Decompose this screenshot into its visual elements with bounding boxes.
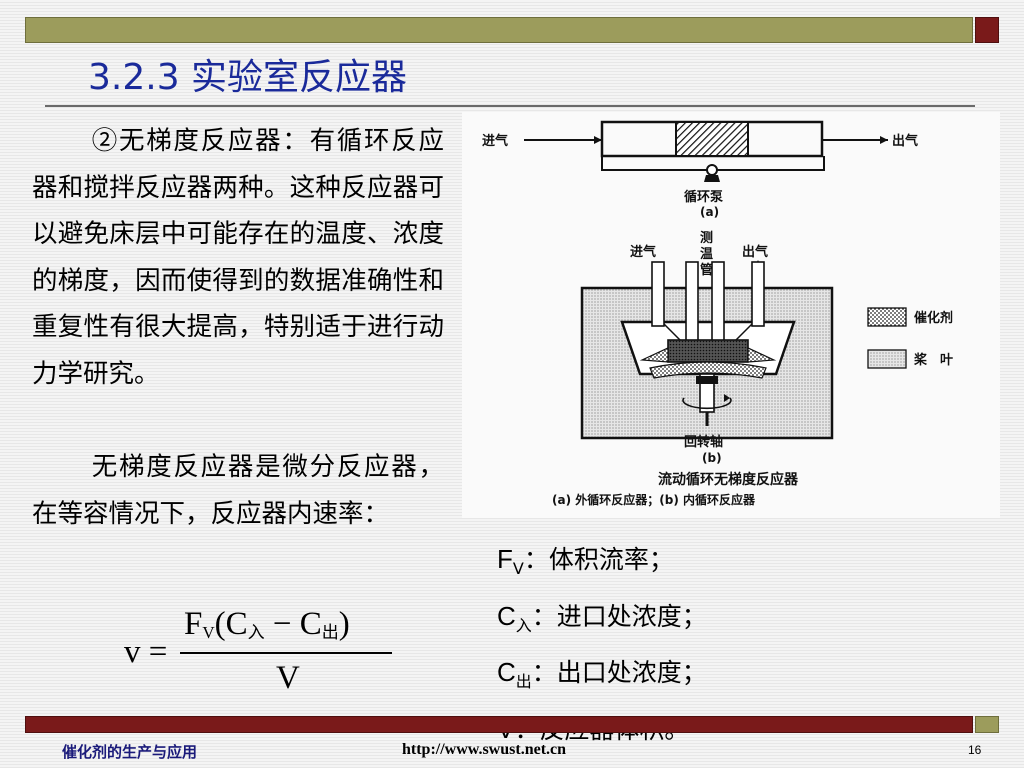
formula-numerator: FV(C入 − C出) xyxy=(184,606,350,642)
figure-legend xyxy=(867,307,907,369)
rate-formula: v = FV(C入 − C出) V xyxy=(118,598,418,708)
paragraph-gradientless-reactor: ②无梯度反应器：有循环反应器和搅拌反应器两种。这种反应器可以避免床层中可能存在的… xyxy=(32,126,444,389)
label-pump: 循环泵 xyxy=(684,189,723,205)
footer-course-title: 催化剂的生产与应用 xyxy=(62,743,198,761)
reactor-figure: 进气 出气 循环泵 (a) 进气 测 温 管 出气 xyxy=(462,112,1000,518)
label-shaft: 回转轴 xyxy=(684,434,723,450)
label-inlet-b: 进气 xyxy=(630,244,656,260)
top-decor-square xyxy=(975,17,999,43)
svg-text:管: 管 xyxy=(700,262,713,278)
top-decor-bar xyxy=(25,17,973,43)
variable-row: C入：进口处浓度； xyxy=(497,600,707,635)
bottom-decor-square xyxy=(975,716,999,733)
label-outlet-b: 出气 xyxy=(742,244,768,260)
label-thermo-tube: 测 温 管 xyxy=(700,230,713,278)
external-loop-diagram xyxy=(524,120,888,182)
svg-text:测: 测 xyxy=(700,230,713,246)
slide-title: 3.2.3 实验室反应器 xyxy=(88,57,408,98)
figure-subtitle: (a) 外循环反应器；(b) 内循环反应器 xyxy=(552,492,756,507)
variable-row: C出：出口处浓度； xyxy=(497,657,707,691)
legend-catalyst-label: 催化剂 xyxy=(914,310,953,326)
footer-url[interactable]: http://www.swust.net.cn xyxy=(402,741,567,758)
title-divider xyxy=(45,105,975,107)
caption-b: (b) xyxy=(702,451,722,465)
svg-text:温: 温 xyxy=(700,247,713,262)
caption-a: (a) xyxy=(700,205,719,219)
page-number: 16 xyxy=(968,743,982,757)
formula-denominator: V xyxy=(276,660,300,696)
figure-title: 流动循环无梯度反应器 xyxy=(658,471,799,488)
internal-loop-diagram xyxy=(580,260,834,440)
legend-impeller-label: 桨 叶 xyxy=(913,352,953,368)
label-inlet-a: 进气 xyxy=(482,133,508,149)
formula-lhs: v = xyxy=(124,634,168,670)
fraction-bar xyxy=(180,652,392,654)
label-outlet-a: 出气 xyxy=(892,133,918,149)
variable-row: FV：体积流率； xyxy=(497,544,674,578)
bottom-decor-bar xyxy=(25,716,973,733)
paragraph-differential-reactor: 无梯度反应器是微分反应器，在等容情况下，反应器内速率： xyxy=(32,452,444,529)
